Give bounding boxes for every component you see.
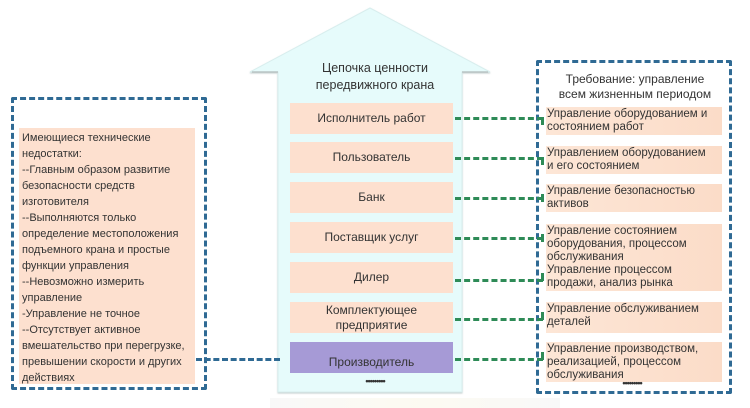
- chain-item-label: Дилер: [353, 270, 390, 284]
- deficiency-line: действиях: [22, 372, 75, 384]
- deficiency-line: --Отсутствует активное: [22, 324, 141, 336]
- connector-deficiencies-manufacturer: [196, 358, 280, 361]
- chain-item-bank: Банк: [290, 182, 453, 213]
- requirement-line: Управление обслуживанием: [547, 303, 699, 315]
- chain-item-service-provider: Поставщик услуг: [290, 222, 453, 253]
- deficiency-line: определение местоположения: [22, 228, 179, 240]
- requirement-item: Управление процессом продажи, анализ рын…: [546, 263, 722, 291]
- requirement-line: Управлением оборудованием: [547, 147, 706, 159]
- deficiencies-frame: [11, 97, 207, 390]
- chain-item-label: предприятие: [335, 317, 408, 332]
- deficiencies-text: Имеющиеся технические недостатки: --Глав…: [19, 128, 195, 384]
- requirement-item: Управление производством, реализацией, п…: [546, 342, 722, 382]
- requirement-line: обслуживания: [547, 251, 624, 263]
- requirement-item: Управление обслуживанием деталей: [546, 302, 722, 333]
- requirement-item: Управлением оборудованием и его состояни…: [546, 146, 722, 174]
- connector-tick: [541, 312, 544, 320]
- deficiency-line: Имеющиеся технические: [22, 132, 151, 144]
- chain-item-label: Исполнитель работ: [317, 111, 426, 125]
- deficiency-line: --Главным образом развитие: [22, 164, 171, 176]
- arrow-title-line: передвижного крана: [315, 78, 435, 92]
- chain-item-label: Комплектующее: [325, 302, 418, 317]
- chain-item-manufacturer: Производитель: [290, 342, 453, 373]
- chain-more-indicator: •••••••••: [365, 376, 385, 386]
- deficiency-line: недостатки:: [22, 148, 82, 160]
- requirement-line: состоянием работ: [547, 121, 644, 133]
- requirement-line: активов: [547, 198, 589, 210]
- arrow-title-line: Цепочка ценности: [321, 61, 428, 75]
- deficiency-line: функции управления: [22, 260, 129, 272]
- connector-tick: [541, 352, 544, 360]
- connector-service-provider: [455, 237, 543, 240]
- connector-tick: [541, 194, 544, 202]
- requirement-line: деталей: [547, 316, 591, 328]
- chain-item-label: Производитель: [328, 355, 415, 369]
- chain-item-dealer: Дилер: [290, 262, 453, 293]
- requirements-more-indicator: •••••••••: [622, 378, 642, 388]
- connector-tick: [541, 117, 544, 125]
- arrow-title: Цепочка ценности передвижного крана: [290, 60, 460, 94]
- deficiency-line: -Управление не точное: [22, 308, 140, 320]
- requirements-title-line: всем жизненным периодом: [558, 87, 712, 101]
- chain-item-component-enterprise: Комплектующее предприятие: [290, 302, 453, 333]
- deficiency-line: управление: [22, 292, 83, 304]
- requirement-line: Управление состоянием: [547, 225, 677, 237]
- connector-dealer: [455, 279, 543, 282]
- deficiency-line: превышении скорости и других: [22, 356, 182, 368]
- requirement-line: Управление безопасностью: [547, 185, 696, 197]
- chain-item-label: Поставщик услуг: [324, 230, 419, 244]
- chain-item-contractor: Исполнитель работ: [290, 103, 453, 134]
- requirements-title: Требование: управление всем жизненным пе…: [540, 72, 730, 102]
- connector-bank: [455, 197, 543, 200]
- deficiency-line: изготовителя: [22, 196, 89, 208]
- deficiency-line: вмешательство при перегрузке,: [22, 340, 185, 352]
- requirement-item: Управление состоянием оборудования, проц…: [546, 224, 722, 264]
- chain-item-label: Банк: [358, 190, 385, 204]
- connector-tick: [541, 273, 544, 281]
- connector-tick: [541, 234, 544, 242]
- requirement-line: Управление производством,: [547, 343, 699, 355]
- deficiency-line: --Выполняются только: [22, 212, 137, 224]
- connector-contractor: [455, 117, 543, 120]
- requirements-title-line: Требование: управление: [565, 72, 705, 86]
- connector-manufacturer: [455, 358, 543, 361]
- deficiency-line: подъемного крана и простые: [22, 244, 170, 256]
- chain-item-user: Пользователь: [290, 142, 453, 173]
- requirements-frame: [536, 60, 732, 394]
- requirement-line: Управление оборудованием и: [547, 108, 708, 120]
- chain-item-label: Пользователь: [332, 150, 411, 164]
- requirement-line: оборудования, процессом: [547, 238, 687, 250]
- connector-tick: [541, 157, 544, 165]
- requirement-line: обслуживания: [547, 369, 624, 381]
- requirement-line: продажи, анализ рынка: [547, 277, 673, 289]
- connector-component-enterprise: [455, 318, 543, 321]
- faded-caption: [270, 398, 560, 408]
- deficiency-line: --Невозможно измерить: [22, 276, 145, 288]
- requirement-item: Управление безопасностью активов: [546, 184, 722, 212]
- requirement-line: и его состоянием: [547, 160, 640, 172]
- requirement-line: Управление процессом: [547, 264, 672, 276]
- connector-user: [455, 157, 543, 160]
- requirement-line: реализацией, процессом: [547, 356, 682, 368]
- requirement-item: Управление оборудованием и состоянием ра…: [546, 107, 722, 135]
- deficiency-line: безопасности средств: [22, 180, 135, 192]
